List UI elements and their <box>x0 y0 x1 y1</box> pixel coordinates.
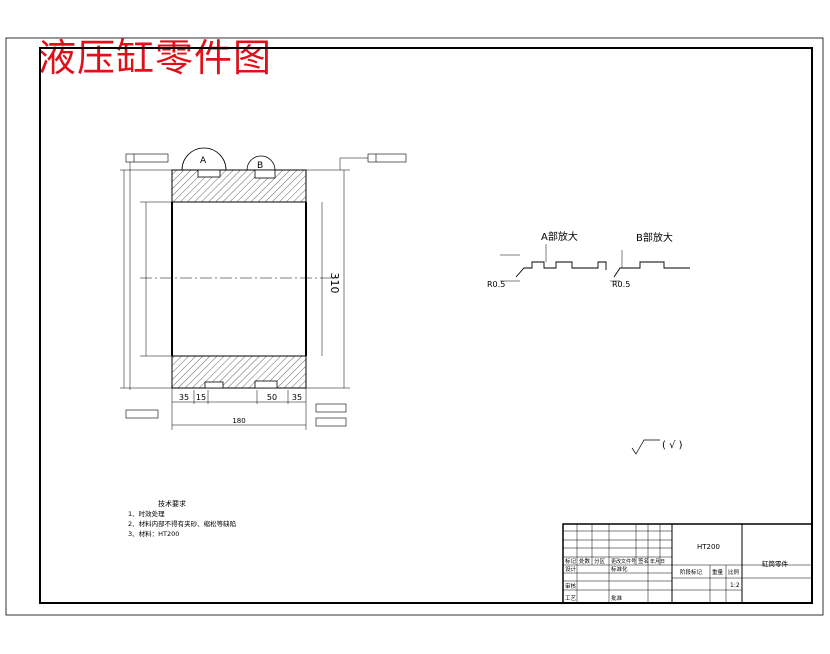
tb-row-mark: 标记 <box>565 557 577 565</box>
detail-markers: A B <box>181 147 276 171</box>
tb-scale: 1:2 <box>730 582 740 589</box>
tb-col-sign: 签名 <box>638 557 649 565</box>
dim-50: 50 <box>267 393 277 402</box>
tech-req-item-3: 3、材料：HT200 <box>128 529 179 538</box>
outer-frame <box>5 37 824 616</box>
tb-standardized: 标准化 <box>611 565 628 573</box>
tb-stage: 阶段标记 <box>680 568 703 576</box>
inner-frame <box>39 47 813 604</box>
tb-weight: 重量 <box>712 568 724 576</box>
tech-req-item-1: 1、时效处理 <box>128 509 165 518</box>
tb-row-review: 审核 <box>565 582 577 590</box>
detail-a-label: A <box>200 156 207 166</box>
tech-req-item-2: 2、材料内部不得有夹砂、缩松等缺陷 <box>128 519 236 528</box>
drawing-title: 液压缸零件图 <box>38 36 273 80</box>
roughness-note: ( √ ) <box>631 439 683 455</box>
dimension-lines <box>120 169 350 430</box>
detail-b-view: B部放大 R0.5 <box>610 231 690 289</box>
tb-row-process: 工艺 <box>565 595 577 602</box>
tech-req-heading: 技术要求 <box>158 499 186 508</box>
tb-row-design: 设计 <box>565 565 577 573</box>
tb-approved: 批准 <box>611 594 623 602</box>
tb-material: HT200 <box>697 543 720 551</box>
detail-a-radius: R0.5 <box>487 280 505 289</box>
tech-requirements: 技术要求 1、时效处理 2、材料内部不得有夹砂、缩松等缺陷 3、材料：HT200 <box>128 499 236 538</box>
title-block <box>562 523 813 604</box>
tb-part-name: 缸筒零件 <box>762 559 789 568</box>
detail-b-title: B部放大 <box>636 231 673 244</box>
tb-col-zone: 分区 <box>594 557 606 565</box>
detail-a-view: A部放大 R0.5 <box>487 230 607 289</box>
tb-col-file: 更改文件号 <box>611 558 636 565</box>
cylinder-section-view <box>140 169 340 389</box>
tb-col-date: 年月日 <box>650 558 665 565</box>
dim-35-left: 35 <box>179 393 189 402</box>
dim-15: 15 <box>196 393 206 402</box>
dim-180: 180 <box>232 417 245 425</box>
roughness-check: ( √ ) <box>662 440 683 451</box>
dim-310: 310 <box>328 273 341 294</box>
detail-a-title: A部放大 <box>541 230 578 243</box>
detail-b-radius: R0.5 <box>612 280 630 289</box>
tb-col-count: 处数 <box>579 557 591 565</box>
tb-ratio: 比例 <box>728 568 740 576</box>
detail-b-label: B <box>257 161 263 171</box>
tolerance-frames <box>125 153 407 427</box>
dim-35-right: 35 <box>292 393 302 402</box>
